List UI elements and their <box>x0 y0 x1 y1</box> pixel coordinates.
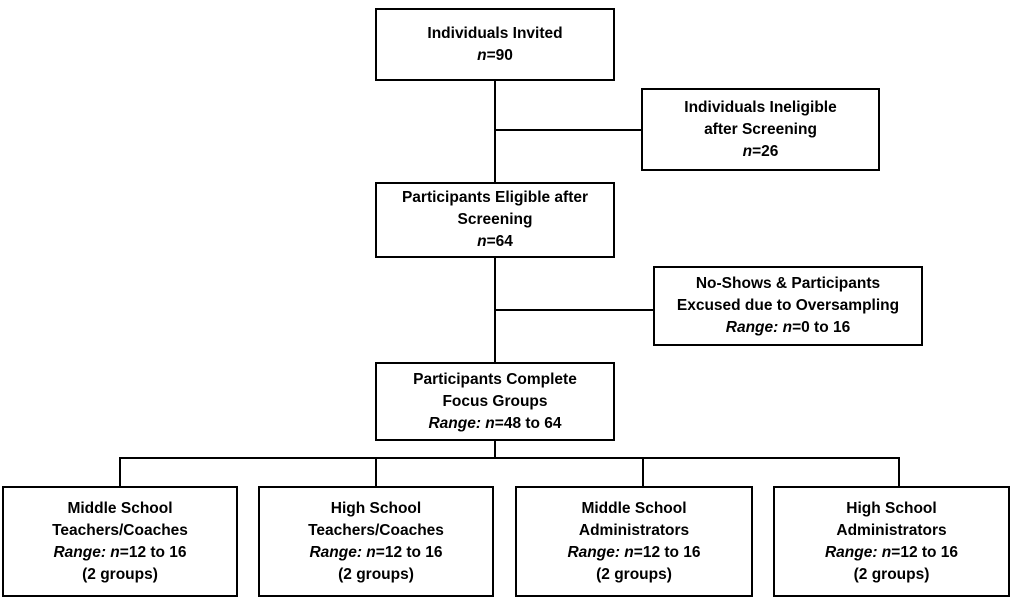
flow-box-noshows-excused: No-Shows & Participants Excused due to O… <box>653 266 923 346</box>
text-segment: Focus Groups <box>442 392 548 410</box>
connector-invited-to-eligible <box>494 81 496 182</box>
box-text-line: High School <box>331 498 421 520</box>
box-text-line: (2 groups) <box>82 564 158 586</box>
text-segment: Individuals Invited <box>427 24 563 42</box>
box-text-line: Teachers/Coaches <box>52 520 188 542</box>
flow-box-middle-school-teachers: Middle School Teachers/Coaches Range: n=… <box>2 486 238 597</box>
italic-text-segment: Range: n <box>53 543 120 561</box>
connector-branch-to-noshows <box>495 309 653 311</box>
flow-box-participants-complete: Participants Complete Focus Groups Range… <box>375 362 615 441</box>
box-text-line: Excused due to Oversampling <box>677 295 899 317</box>
box-text-line: Teachers/Coaches <box>308 520 444 542</box>
connector-split-horizontal <box>119 457 900 459</box>
text-segment: Individuals Ineligible <box>684 98 837 116</box>
text-segment: =12 to 16 <box>119 543 187 561</box>
text-segment: High School <box>330 499 422 517</box>
text-segment: Teachers/Coaches <box>52 521 188 539</box>
italic-text-segment: Range: n <box>428 414 495 432</box>
box-text-line: Range: n=12 to 16 <box>53 542 186 564</box>
connector-stub-hs-teachers <box>375 457 377 486</box>
box-text-line: Range: n=12 to 16 <box>825 542 958 564</box>
text-segment: =12 to 16 <box>891 543 959 561</box>
text-segment: Participants Complete <box>413 370 577 388</box>
text-segment: =64 <box>486 233 513 250</box>
box-text-line: (2 groups) <box>338 564 414 586</box>
italic-text-segment: n <box>477 46 487 64</box>
text-segment: Teachers/Coaches <box>308 521 444 539</box>
text-segment: (2 groups) <box>338 565 414 583</box>
flow-box-high-school-administrators: High School Administrators Range: n=12 t… <box>773 486 1010 597</box>
box-text-line: Individuals Ineligible <box>684 97 836 119</box>
connector-stub-ms-admins <box>642 457 644 486</box>
text-segment: Middle School <box>581 499 687 517</box>
connector-branch-to-ineligible <box>495 129 641 131</box>
text-segment: =90 <box>486 46 513 64</box>
text-segment: =12 to 16 <box>633 543 701 561</box>
text-segment: =26 <box>752 142 779 160</box>
box-text-line: Range: n=12 to 16 <box>567 542 700 564</box>
connector-complete-to-split <box>494 441 496 459</box>
italic-text-segment: Range: n <box>725 319 793 336</box>
text-segment: Middle School <box>67 499 173 517</box>
text-segment: High School <box>846 499 937 517</box>
text-segment: (2 groups) <box>82 565 158 583</box>
box-text-line: n=26 <box>743 141 779 163</box>
box-text-line: Participants Complete <box>413 369 577 391</box>
box-text-line: Middle School <box>581 498 686 520</box>
italic-text-segment: Range: n <box>567 543 634 561</box>
text-segment: (2 groups) <box>853 565 930 583</box>
box-text-line: Focus Groups <box>442 391 547 413</box>
box-text-line: Participants Eligible after <box>402 187 588 209</box>
text-segment: (2 groups) <box>596 565 672 583</box>
flow-box-individuals-ineligible: Individuals Ineligible after Screening n… <box>641 88 880 171</box>
box-text-line: Range: n=0 to 16 <box>726 317 850 339</box>
italic-text-segment: Range: n <box>824 543 892 561</box>
flow-box-participants-eligible: Participants Eligible after Screening n=… <box>375 182 615 258</box>
box-text-line: Administrators <box>836 520 946 542</box>
box-text-line: after Screening <box>704 119 817 141</box>
box-text-line: Middle School <box>67 498 172 520</box>
text-segment: Screening <box>457 211 533 228</box>
connector-stub-ms-teachers <box>119 457 121 486</box>
italic-text-segment: n <box>477 233 487 250</box>
text-segment: Administrators <box>836 521 947 539</box>
text-segment: =48 to 64 <box>494 414 562 432</box>
flow-box-middle-school-administrators: Middle School Administrators Range: n=12… <box>515 486 753 597</box>
box-text-line: n=64 <box>477 231 513 253</box>
text-segment: =0 to 16 <box>792 319 851 336</box>
box-text-line: Individuals Invited <box>427 23 562 45</box>
box-text-line: (2 groups) <box>854 564 930 586</box>
flow-box-high-school-teachers: High School Teachers/Coaches Range: n=12… <box>258 486 494 597</box>
text-segment: Administrators <box>578 521 690 539</box>
box-text-line: (2 groups) <box>596 564 672 586</box>
connector-stub-hs-admins <box>898 457 900 486</box>
flow-box-individuals-invited: Individuals Invited n=90 <box>375 8 615 81</box>
box-text-line: Screening <box>458 209 533 231</box>
box-text-line: Administrators <box>579 520 689 542</box>
box-text-line: Range: n=48 to 64 <box>428 413 561 435</box>
text-segment: Participants Eligible after <box>401 189 589 206</box>
box-text-line: High School <box>846 498 936 520</box>
text-segment: =12 to 16 <box>375 543 443 561</box>
box-text-line: n=90 <box>477 45 513 67</box>
box-text-line: Range: n=12 to 16 <box>309 542 442 564</box>
text-segment: No-Shows & Participants <box>695 275 881 292</box>
italic-text-segment: n <box>742 142 753 160</box>
text-segment: Excused due to Oversampling <box>676 297 900 314</box>
italic-text-segment: Range: n <box>309 543 376 561</box>
box-text-line: No-Shows & Participants <box>696 273 880 295</box>
text-segment: after Screening <box>704 120 817 138</box>
